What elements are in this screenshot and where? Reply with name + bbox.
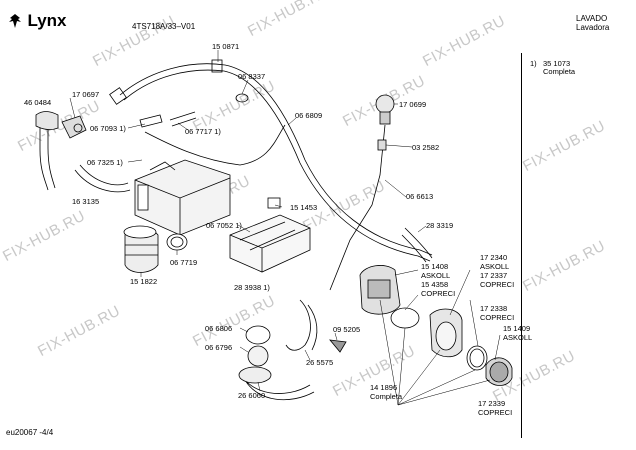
brand-logo: Lynx	[7, 11, 67, 31]
part-label: 06 8337	[238, 72, 266, 81]
side-note-divider	[521, 53, 522, 438]
hose-15-0871	[119, 63, 433, 256]
side-note-ref: 1)	[530, 59, 537, 68]
part-label: 17 0699	[399, 100, 427, 109]
lynx-logo-icon	[9, 14, 21, 28]
drawer-housing	[134, 159, 231, 236]
part-label: 06 6613	[406, 192, 434, 201]
part-label: 15 1409	[503, 324, 531, 333]
part-label: 26 5575	[306, 358, 334, 367]
part-label: 17 2337	[480, 271, 508, 280]
part-label: Completa	[370, 392, 403, 401]
part-label: 17 0697	[72, 90, 100, 99]
brand-name: Lynx	[27, 11, 67, 30]
part-label: 15 4358	[421, 280, 449, 289]
part-label: COPRECI	[478, 408, 513, 417]
part-label: 15 1408	[421, 262, 449, 271]
part-label: ASKOLL	[421, 271, 451, 280]
part-label: COPRECI	[480, 280, 515, 289]
part-label: 09 5205	[333, 325, 361, 334]
hose-16-3135	[74, 164, 131, 193]
part-label: 06 7052 1)	[206, 221, 242, 230]
part-label: 17 2338	[480, 304, 508, 313]
part-label: 14 1896	[370, 383, 398, 392]
side-note-desc: Completa	[543, 67, 576, 76]
part-label: 15 0871	[212, 42, 240, 51]
part-label: ASKOLL	[480, 262, 510, 271]
category-subtitle: Lavadora	[576, 23, 610, 32]
part-label: ASKOLL	[503, 333, 533, 342]
part-label: 28 3319	[426, 221, 454, 230]
part-label: 06 7325 1)	[87, 158, 123, 167]
model-number: 4TS718A/33–V01	[132, 22, 196, 31]
part-label: 03 2582	[412, 143, 440, 152]
elbow-46-0484	[39, 120, 56, 191]
part-label: 15 1822	[130, 277, 158, 286]
part-label: 06 7093 1)	[90, 124, 126, 133]
part-label: 17 2339	[478, 399, 506, 408]
part-label: 06 6796	[205, 343, 233, 352]
part-label: 17 2340	[480, 253, 508, 262]
pressure-switch	[375, 94, 395, 114]
part-label: 06 7719	[170, 258, 198, 267]
part-label: COPRECI	[421, 289, 456, 298]
part-label: COPRECI	[480, 313, 515, 322]
part-label: 06 6806	[205, 324, 233, 333]
part-label: 46 0484	[24, 98, 52, 107]
part-label: 06 6809	[295, 111, 323, 120]
part-label: 26 6060	[238, 391, 266, 400]
drawer-28-3938	[229, 214, 311, 273]
part-label: 28 3938 1)	[234, 283, 270, 292]
part-label: 06 7717 1)	[185, 127, 221, 136]
side-note-part: 35 1073	[543, 59, 571, 68]
page-id: eu20067 -4/4	[6, 428, 54, 437]
part-label: 16 3135	[72, 197, 100, 206]
hose-26-5575	[285, 299, 318, 351]
category-title: LAVADO	[576, 14, 608, 23]
part-label: 15 1453	[290, 203, 318, 212]
